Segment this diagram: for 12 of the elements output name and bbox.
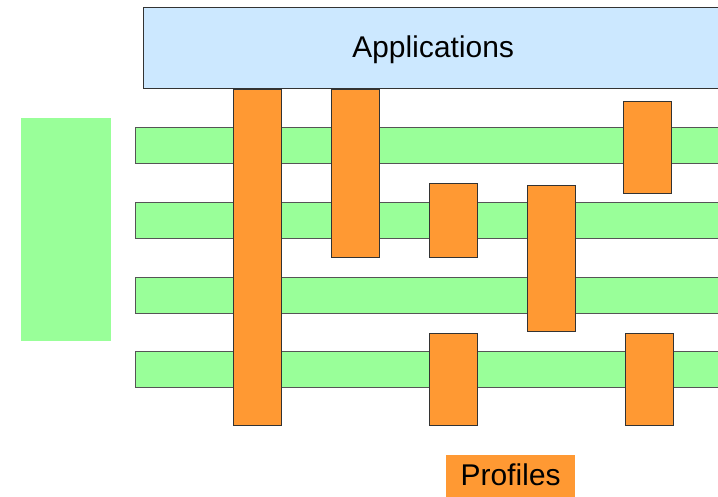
- label-box: [446, 455, 575, 497]
- node-label: Applications: [352, 31, 514, 65]
- vertical-bar: [429, 333, 478, 426]
- node-label: Profiles: [460, 459, 561, 493]
- vertical-bar: [527, 185, 576, 332]
- vertical-bar: [429, 183, 478, 258]
- vertical-bar: [233, 89, 282, 426]
- vertical-bar: [623, 101, 672, 194]
- vertical-bar: [625, 333, 674, 426]
- vertical-bar: [331, 89, 380, 258]
- title-box: [143, 7, 718, 89]
- side-block: [21, 118, 111, 341]
